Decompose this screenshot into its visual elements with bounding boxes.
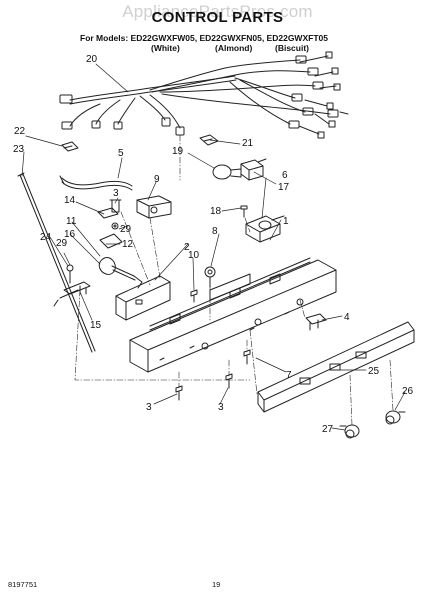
models-line: For Models: ED22GWXFW05, ED22GWXFN05, ED… <box>80 33 328 43</box>
light-rod <box>17 172 96 353</box>
callout-leaders <box>21 63 406 431</box>
callout-6: 6 <box>282 170 288 181</box>
screw-10 <box>190 289 198 303</box>
page-title: CONTROL PARTS <box>151 9 284 26</box>
callout-16: 16 <box>64 229 76 240</box>
control-bracket <box>115 275 171 321</box>
wire-clip <box>61 141 79 152</box>
callout-29: 29 <box>56 238 68 249</box>
variant-white: (White) <box>151 43 180 53</box>
control-housing <box>129 257 337 373</box>
callout-27: 27 <box>322 424 334 435</box>
wire-harness <box>59 51 349 139</box>
callout-18: 18 <box>210 206 222 217</box>
watermark: AppliancePartsPros.com <box>122 2 313 21</box>
callout-29: 29 <box>120 224 132 235</box>
knob-27 <box>339 424 360 439</box>
screw-3-lower <box>175 373 233 401</box>
tubing <box>59 175 133 191</box>
variant-almond: (Almond) <box>215 43 253 53</box>
lamp-socket <box>240 158 267 181</box>
control-shaft <box>98 222 143 289</box>
screw-18 <box>240 205 248 218</box>
callout-20: 20 <box>86 54 98 65</box>
callout-3: 3 <box>218 402 224 413</box>
doc-number: 8197751 <box>8 580 38 589</box>
callout-17: 17 <box>278 182 290 193</box>
callout-11: 11 <box>66 216 77 227</box>
control-panel <box>257 321 415 413</box>
assembly-guides <box>74 134 394 426</box>
knob-stem <box>204 266 216 288</box>
callout-8: 8 <box>212 226 218 237</box>
clip-4 <box>305 313 327 331</box>
callout-10: 10 <box>188 250 200 261</box>
callout-9: 9 <box>154 174 160 185</box>
screw-7 <box>243 349 251 365</box>
light-bulb <box>212 164 242 180</box>
callout-5: 5 <box>118 148 124 159</box>
callout-1: 1 <box>283 216 289 227</box>
callout-2: 2 <box>184 242 190 253</box>
callout-26: 26 <box>402 386 414 397</box>
page-number: 19 <box>212 580 221 589</box>
bulb-socket-clip <box>199 134 219 146</box>
callout-23: 23 <box>13 144 25 155</box>
callout-25: 25 <box>368 366 380 377</box>
thermostat <box>97 195 172 219</box>
callout-7: 7 <box>286 370 292 381</box>
callout-15: 15 <box>90 320 102 331</box>
callout-22: 22 <box>14 126 26 137</box>
callout-3: 3 <box>113 188 119 199</box>
variant-biscuit: (Biscuit) <box>275 43 309 53</box>
callout-14: 14 <box>64 195 76 206</box>
callout-21: 21 <box>242 138 254 149</box>
callout-12: 12 <box>122 239 134 250</box>
knob-26 <box>385 410 406 425</box>
callout-4: 4 <box>344 312 350 323</box>
switch-dial <box>245 215 285 243</box>
callout-24: 24 <box>40 232 52 243</box>
callout-19: 19 <box>172 146 184 157</box>
callout-3: 3 <box>146 402 152 413</box>
